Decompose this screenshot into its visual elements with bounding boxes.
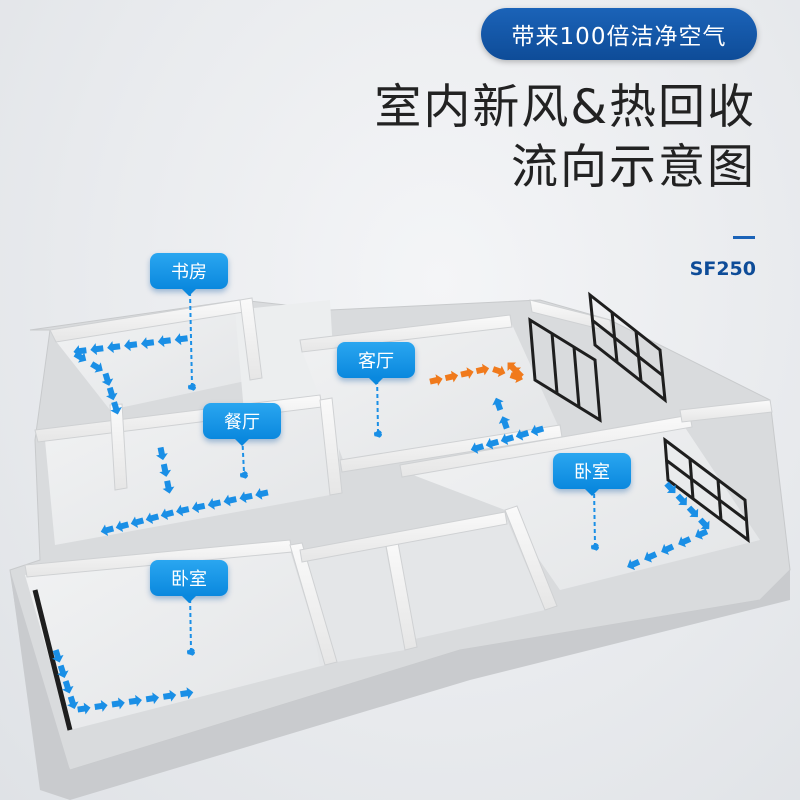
- room-label-living: 客厅: [337, 342, 415, 378]
- page-title: 室内新风&热回收 流向示意图: [374, 78, 756, 198]
- fresh-air-arrow-icon: [239, 491, 253, 504]
- fresh-air-arrow-icon: [73, 351, 87, 363]
- fresh-air-arrow-icon: [57, 664, 69, 678]
- fresh-air-arrow-icon: [110, 401, 122, 415]
- fresh-air-arrow-icon: [698, 517, 710, 530]
- interior-walls: [24, 297, 773, 666]
- fresh-air-arrow-icon: [145, 692, 160, 705]
- fresh-air-arrow-icon: [678, 536, 692, 548]
- model-accent-bar: [733, 236, 755, 239]
- title-line-1: 室内新风&热回收: [374, 80, 756, 135]
- fresh-air-arrow-icon: [675, 493, 687, 506]
- title-line-2: 流向示意图: [511, 140, 756, 195]
- return-air-arrow-icon: [507, 362, 519, 374]
- fresh-air-arrow-icon: [180, 687, 194, 700]
- fresh-air-arrow-icon: [77, 702, 91, 715]
- fresh-air-arrow-icon: [107, 341, 121, 354]
- fresh-air-arrow-icon: [160, 508, 175, 521]
- return-air-arrow-icon: [475, 363, 490, 376]
- study-floor: [55, 310, 250, 410]
- fresh-air-arrow-icon: [174, 333, 188, 346]
- fresh-air-arrow-icon: [485, 437, 500, 450]
- bathroom-2-floor: [395, 515, 545, 640]
- fresh-air-arrow-icon: [156, 446, 168, 461]
- fresh-air-arrow-icon: [627, 559, 641, 571]
- front-wall-shadow: [10, 570, 790, 800]
- fresh-air-arrow-icon: [530, 424, 545, 437]
- fresh-air-arrow-icon: [124, 339, 138, 352]
- fresh-air-arrow-icon: [515, 429, 530, 441]
- room-label-dining: 餐厅: [203, 403, 281, 439]
- fresh-air-arrow-icon: [661, 543, 675, 555]
- fresh-air-arrow-icon: [115, 520, 130, 533]
- fresh-air-arrow-icon: [90, 361, 103, 373]
- fresh-air-arrow-icon: [470, 442, 485, 454]
- fresh-air-arrow-icon: [111, 697, 125, 710]
- fresh-air-arrow-icon: [500, 433, 515, 446]
- fresh-air-arrow-icon: [162, 480, 175, 494]
- room-label-study: 书房: [150, 253, 228, 289]
- fresh-air-arrow-icon: [223, 494, 237, 507]
- fresh-air-arrow-icon: [140, 337, 155, 350]
- room-label-bedroom-left: 卧室: [150, 560, 228, 596]
- fresh-air-arrow-icon: [159, 463, 172, 477]
- fresh-air-arrow-icon: [52, 649, 64, 663]
- return-air-arrow-icon: [429, 374, 443, 386]
- fresh-air-arrow-icon: [492, 397, 504, 411]
- fresh-air-arrow-icon: [157, 335, 172, 348]
- fresh-air-arrow-icon: [644, 551, 658, 563]
- fresh-air-arrow-icon: [67, 695, 79, 709]
- fresh-air-arrow-icon: [128, 694, 142, 707]
- bedroom-left-floor: [25, 550, 325, 730]
- fresh-air-arrow-icon: [255, 488, 269, 500]
- return-air-arrow-icon: [460, 367, 474, 379]
- fresh-air-arrow-icon: [664, 481, 676, 494]
- fresh-air-arrow-icon: [498, 416, 511, 430]
- fresh-air-arrow-icon: [62, 680, 74, 694]
- fresh-air-arrow-icon: [94, 700, 108, 712]
- fresh-air-arrow-icon: [191, 501, 206, 514]
- headline-badge: 带来100倍洁净空气: [481, 8, 757, 60]
- room-label-bedroom-right: 卧室: [553, 453, 631, 489]
- fresh-air-arrow-icon: [686, 505, 699, 518]
- fresh-air-arrow-icon: [695, 528, 709, 540]
- fresh-air-arrow-icon: [130, 516, 145, 529]
- fresh-air-arrow-icon: [162, 689, 177, 702]
- fresh-air-arrow-icon: [106, 386, 118, 401]
- fresh-air-arrow-icon: [100, 524, 115, 537]
- model-number: SF250: [689, 258, 756, 280]
- fresh-air-arrow-icon: [101, 372, 114, 386]
- fresh-air-arrow-icon: [176, 504, 190, 517]
- window-frames: [32, 291, 750, 731]
- return-air-arrow-icon: [444, 370, 459, 383]
- fresh-air-arrow-icon: [145, 512, 160, 525]
- fresh-air-arrow-icon: [207, 498, 222, 510]
- return-air-arrow-icon: [492, 365, 506, 378]
- fresh-air-arrow-icon: [90, 343, 104, 356]
